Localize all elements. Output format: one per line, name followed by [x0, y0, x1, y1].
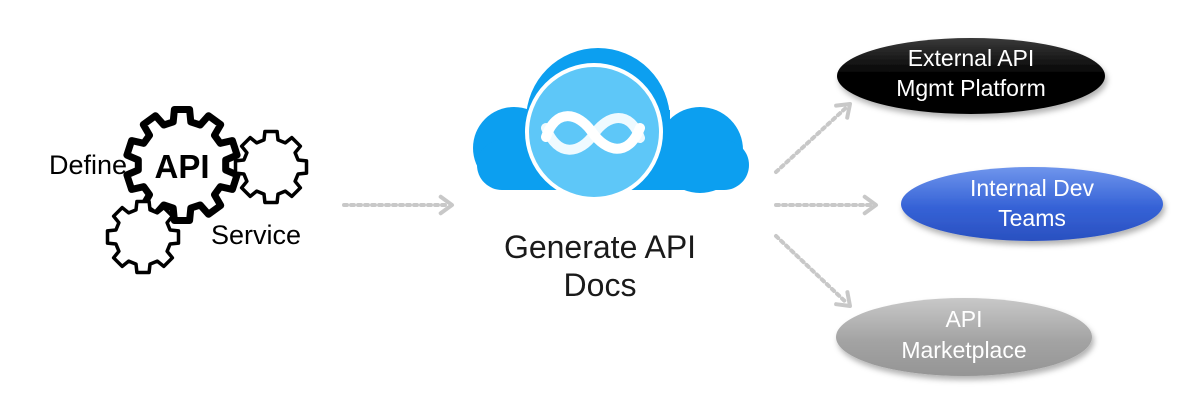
- dotted-arrow-to-external-platform: [774, 102, 852, 174]
- cloud-logo-icon: [473, 48, 749, 201]
- target-label-line2: Marketplace: [901, 337, 1026, 363]
- target-label-line1: Internal Dev: [970, 175, 1095, 201]
- target-label-line2: Teams: [998, 205, 1066, 231]
- small-gear-icon: [105, 199, 181, 275]
- target-api-marketplace: API Marketplace: [836, 298, 1092, 376]
- infinity-swirl-icon: [541, 111, 645, 155]
- target-label-line2: Mgmt Platform: [896, 75, 1046, 101]
- target-label-line1: API: [945, 306, 982, 332]
- gear-api-label: API: [154, 148, 209, 185]
- small-gear-icon: [233, 129, 309, 205]
- service-label: Service: [211, 220, 301, 250]
- define-label: Define: [49, 150, 127, 180]
- api-gear-icon: [123, 106, 241, 224]
- generate-api-docs-line1: Generate API: [504, 229, 696, 265]
- generate-api-docs-line2: Docs: [564, 267, 637, 303]
- define-api-service-group: API Define Service: [49, 106, 309, 275]
- target-label-line1: External API: [908, 45, 1035, 71]
- target-external-api-platform: External API Mgmt Platform: [837, 38, 1105, 114]
- dotted-arrow-to-internal-teams: [774, 194, 878, 216]
- dotted-arrow-to-cloud: [342, 194, 454, 216]
- target-internal-dev-teams: Internal Dev Teams: [901, 167, 1163, 241]
- dotted-arrow-to-marketplace: [774, 234, 852, 308]
